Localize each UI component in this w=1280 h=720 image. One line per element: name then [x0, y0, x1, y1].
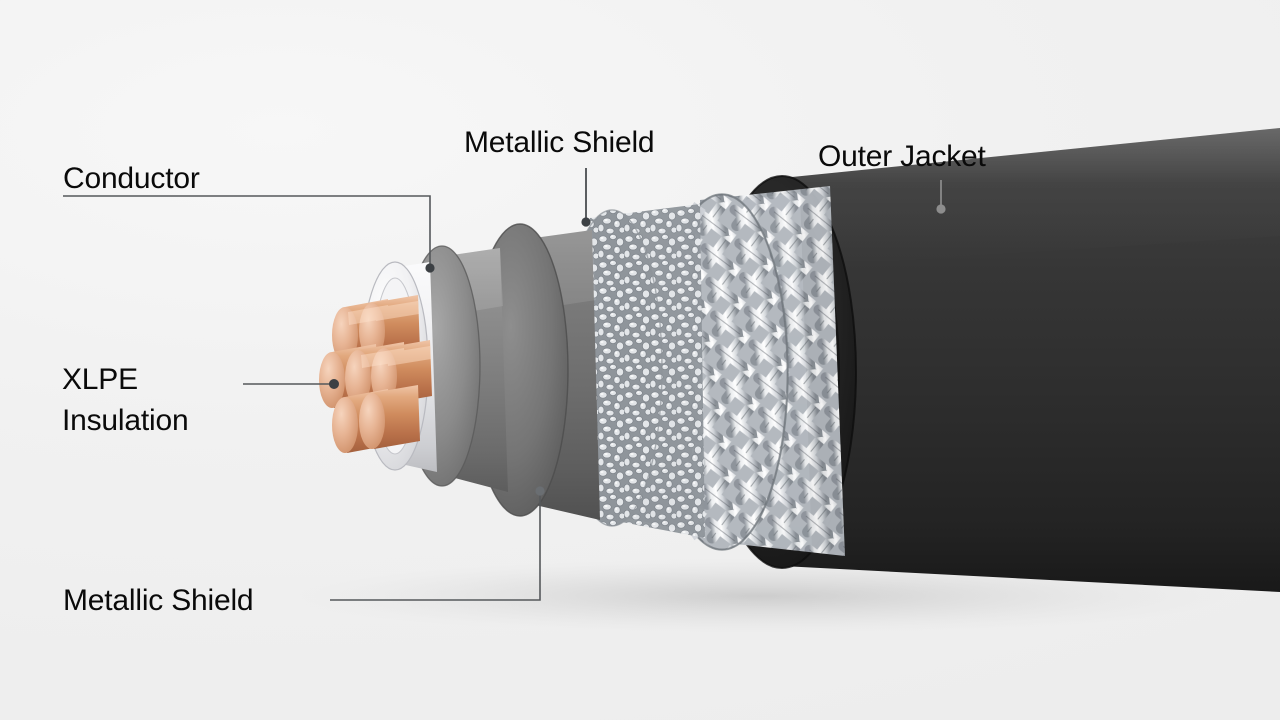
leader-dot-shield-top — [581, 217, 591, 227]
conductor-strand — [359, 385, 420, 449]
label-metallic-shield-bottom: Metallic Shield — [63, 584, 254, 617]
leader-conductor — [63, 195, 431, 265]
leader-lines — [63, 168, 946, 601]
leader-dot-xlpe — [329, 379, 339, 389]
leader-dot-outer-jacket — [936, 204, 946, 214]
leader-shield-bottom — [330, 494, 541, 601]
leader-dot-conductor — [425, 263, 435, 273]
conductor-strand — [359, 295, 420, 359]
label-metallic-shield-top: Metallic Shield — [464, 126, 655, 159]
leader-dot-shield-bottom — [535, 486, 545, 496]
layer-conductor-strands — [319, 295, 432, 453]
label-xlpe-insulation: XLPE Insulation — [62, 363, 189, 437]
label-outer-jacket: Outer Jacket — [818, 140, 986, 173]
label-conductor: Conductor — [63, 162, 200, 195]
